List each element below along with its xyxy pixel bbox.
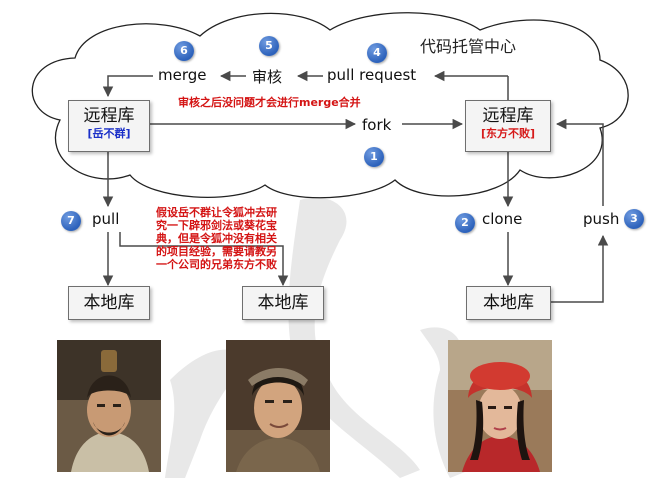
- local-repo-3: 本地库: [466, 286, 551, 320]
- step-6-badge: 6: [174, 41, 194, 61]
- story-note-line: 一个公司的兄弟东方不败: [156, 258, 277, 271]
- remote-repo-right-owner: [东方不败]: [480, 127, 536, 140]
- remote-repo-right-title: 远程库: [482, 106, 534, 126]
- step-1-badge: 1: [364, 147, 384, 167]
- pull-label: pull: [92, 210, 120, 228]
- story-note-line: 典，但是令狐冲没有相关: [156, 232, 277, 245]
- local-repo-2-label: 本地库: [257, 293, 309, 313]
- portrait-dongfang-bubai: [448, 340, 552, 472]
- step-2-badge: 2: [455, 213, 475, 233]
- story-note-line: 究一下辟邪剑法或葵花宝: [156, 219, 277, 232]
- story-note-line: 的项目经验，需要请教另: [156, 245, 277, 258]
- remote-repo-left: 远程库 [岳不群]: [68, 100, 150, 152]
- local-repo-1: 本地库: [68, 286, 150, 320]
- step-4-badge: 4: [367, 43, 387, 63]
- remote-repo-left-title: 远程库: [83, 106, 135, 126]
- step-3-badge: 3: [624, 209, 644, 229]
- step-5-badge: 5: [259, 36, 279, 56]
- push-label: push: [583, 210, 620, 228]
- local-repo-1-label: 本地库: [83, 293, 135, 313]
- remote-repo-right: 远程库 [东方不败]: [465, 100, 551, 152]
- review-note: 审核之后没问题才会进行merge合并: [178, 96, 361, 109]
- merge-label: merge: [158, 66, 207, 84]
- review-label: 审核: [252, 68, 283, 86]
- pull-request-label: pull request: [327, 66, 417, 84]
- local-repo-2: 本地库: [242, 286, 324, 320]
- story-note-line: 假设岳不群让令狐冲去研: [156, 206, 277, 219]
- step-7-badge: 7: [61, 211, 81, 231]
- portrait-linghu-chong: [226, 340, 330, 472]
- cloud-title: 代码托管中心: [420, 37, 517, 56]
- story-note: 假设岳不群让令狐冲去研 究一下辟邪剑法或葵花宝 典，但是令狐冲没有相关 的项目经…: [156, 206, 277, 271]
- remote-repo-left-owner: [岳不群]: [87, 127, 131, 140]
- fork-label: fork: [362, 116, 392, 134]
- local-repo-3-label: 本地库: [483, 293, 534, 313]
- portrait-yue-buqun: [57, 340, 161, 472]
- flow-arrows: [102, 70, 609, 303]
- clone-label: clone: [482, 210, 523, 228]
